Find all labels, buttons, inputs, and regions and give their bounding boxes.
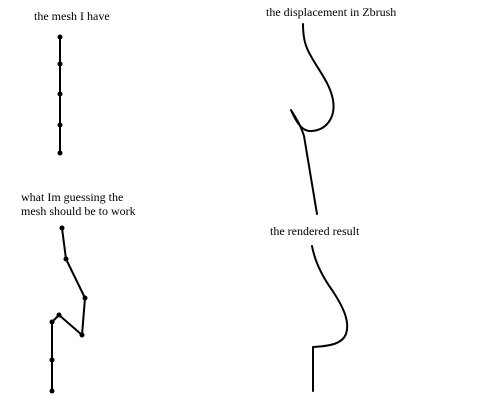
label-rendered-result: the rendered result xyxy=(270,224,360,238)
mesh-vertex xyxy=(56,312,62,318)
label-mesh-i-have: the mesh I have xyxy=(34,9,110,23)
mesh-vertex xyxy=(57,34,63,40)
mesh-vertex xyxy=(57,61,63,67)
guessed-mesh-sketch xyxy=(49,225,88,394)
mesh-vertex xyxy=(57,150,63,156)
mesh-vertex xyxy=(57,91,63,97)
mesh-vertex xyxy=(59,225,65,231)
original-mesh-sketch xyxy=(57,34,63,156)
mesh-vertex xyxy=(57,122,63,128)
label-guessed-mesh-line-1: what Im guessing the xyxy=(21,190,124,204)
rendered-result-sketch xyxy=(311,245,349,392)
mesh-vertex xyxy=(82,295,88,301)
rendered-result-curve xyxy=(311,245,349,392)
displacement-curve xyxy=(290,23,335,215)
mesh-vertex xyxy=(79,332,85,338)
mesh-vertex xyxy=(49,357,55,363)
mesh-vertex xyxy=(49,319,55,325)
mesh-vertex xyxy=(49,388,55,394)
guessed-mesh-edges xyxy=(51,227,86,392)
label-displacement-in-zbrush: the displacement in Zbrush xyxy=(266,5,397,19)
label-guessed-mesh-line-2: mesh should be to work xyxy=(21,204,136,218)
displacement-curve-sketch xyxy=(290,23,335,215)
label-guessed-mesh: what Im guessing the mesh should be to w… xyxy=(21,190,136,218)
mesh-vertex xyxy=(63,256,69,262)
